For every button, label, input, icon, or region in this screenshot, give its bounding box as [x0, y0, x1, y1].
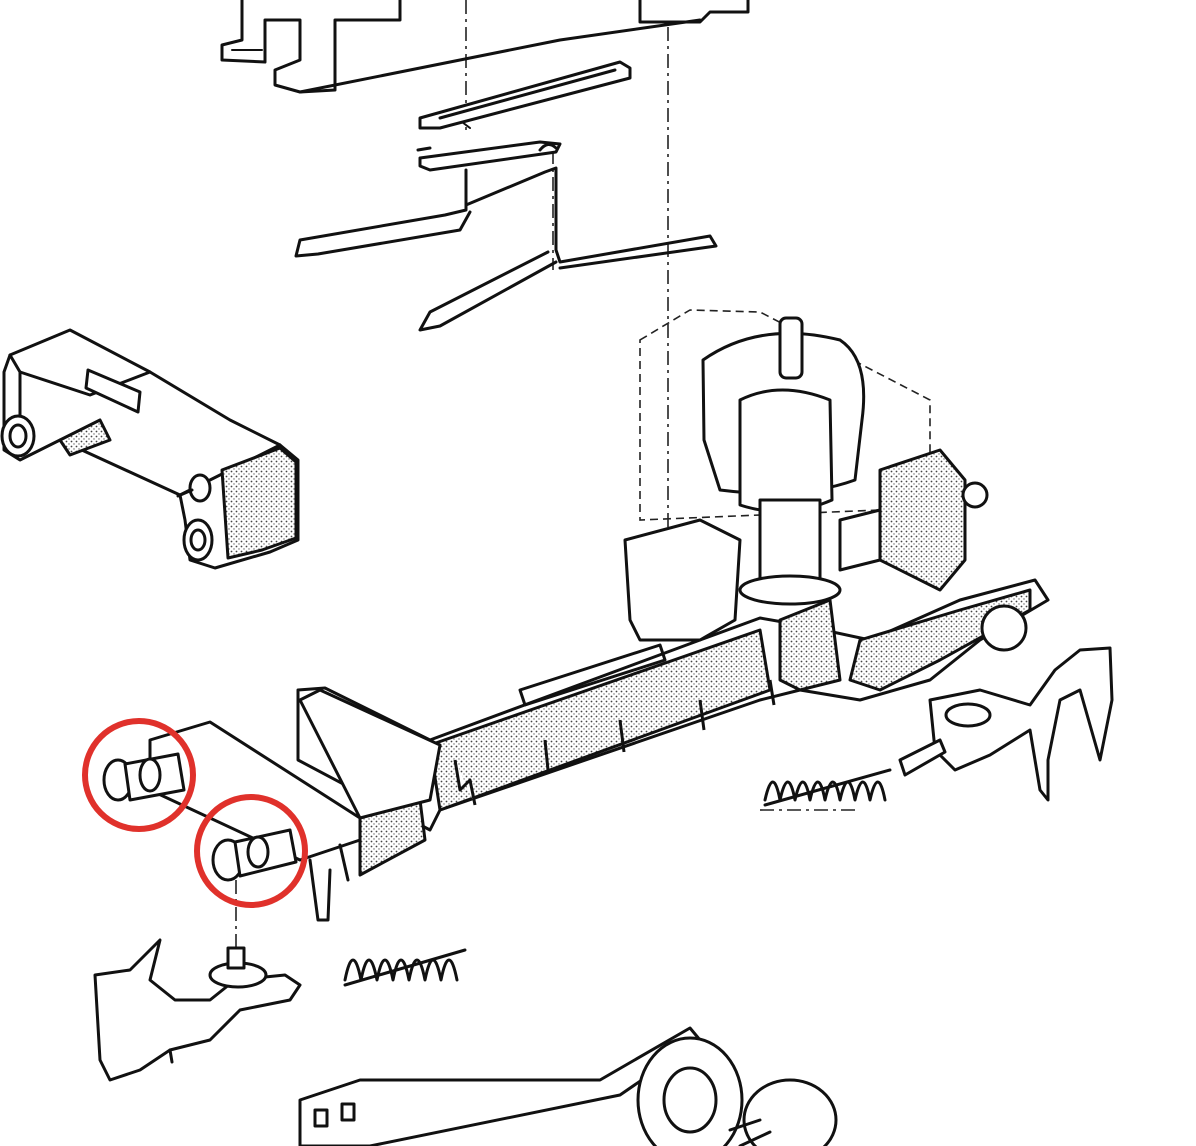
rear-coupler-hook: [898, 646, 1114, 802]
chassis-frame: [296, 448, 1050, 832]
highlight-markers: [82, 718, 308, 908]
highlight-circle-lower-pin: [194, 794, 308, 908]
left-bogie-frame: [0, 328, 300, 570]
front-buffer-beam: [148, 688, 442, 922]
coupler-spring-front: [343, 948, 467, 987]
motor-armature: [639, 309, 931, 606]
highlight-circle-upper-pin: [82, 718, 196, 832]
front-upper-coupling-pin: [102, 752, 186, 802]
lower-bogie: [298, 1026, 838, 1146]
top-mounting-bracket: [220, 0, 750, 94]
coupler-spring-rear: [763, 768, 892, 807]
front-coupler-hook: [93, 938, 302, 1082]
front-lower-coupling-pin: [211, 828, 298, 882]
pickup-contact-strips: [294, 60, 718, 332]
